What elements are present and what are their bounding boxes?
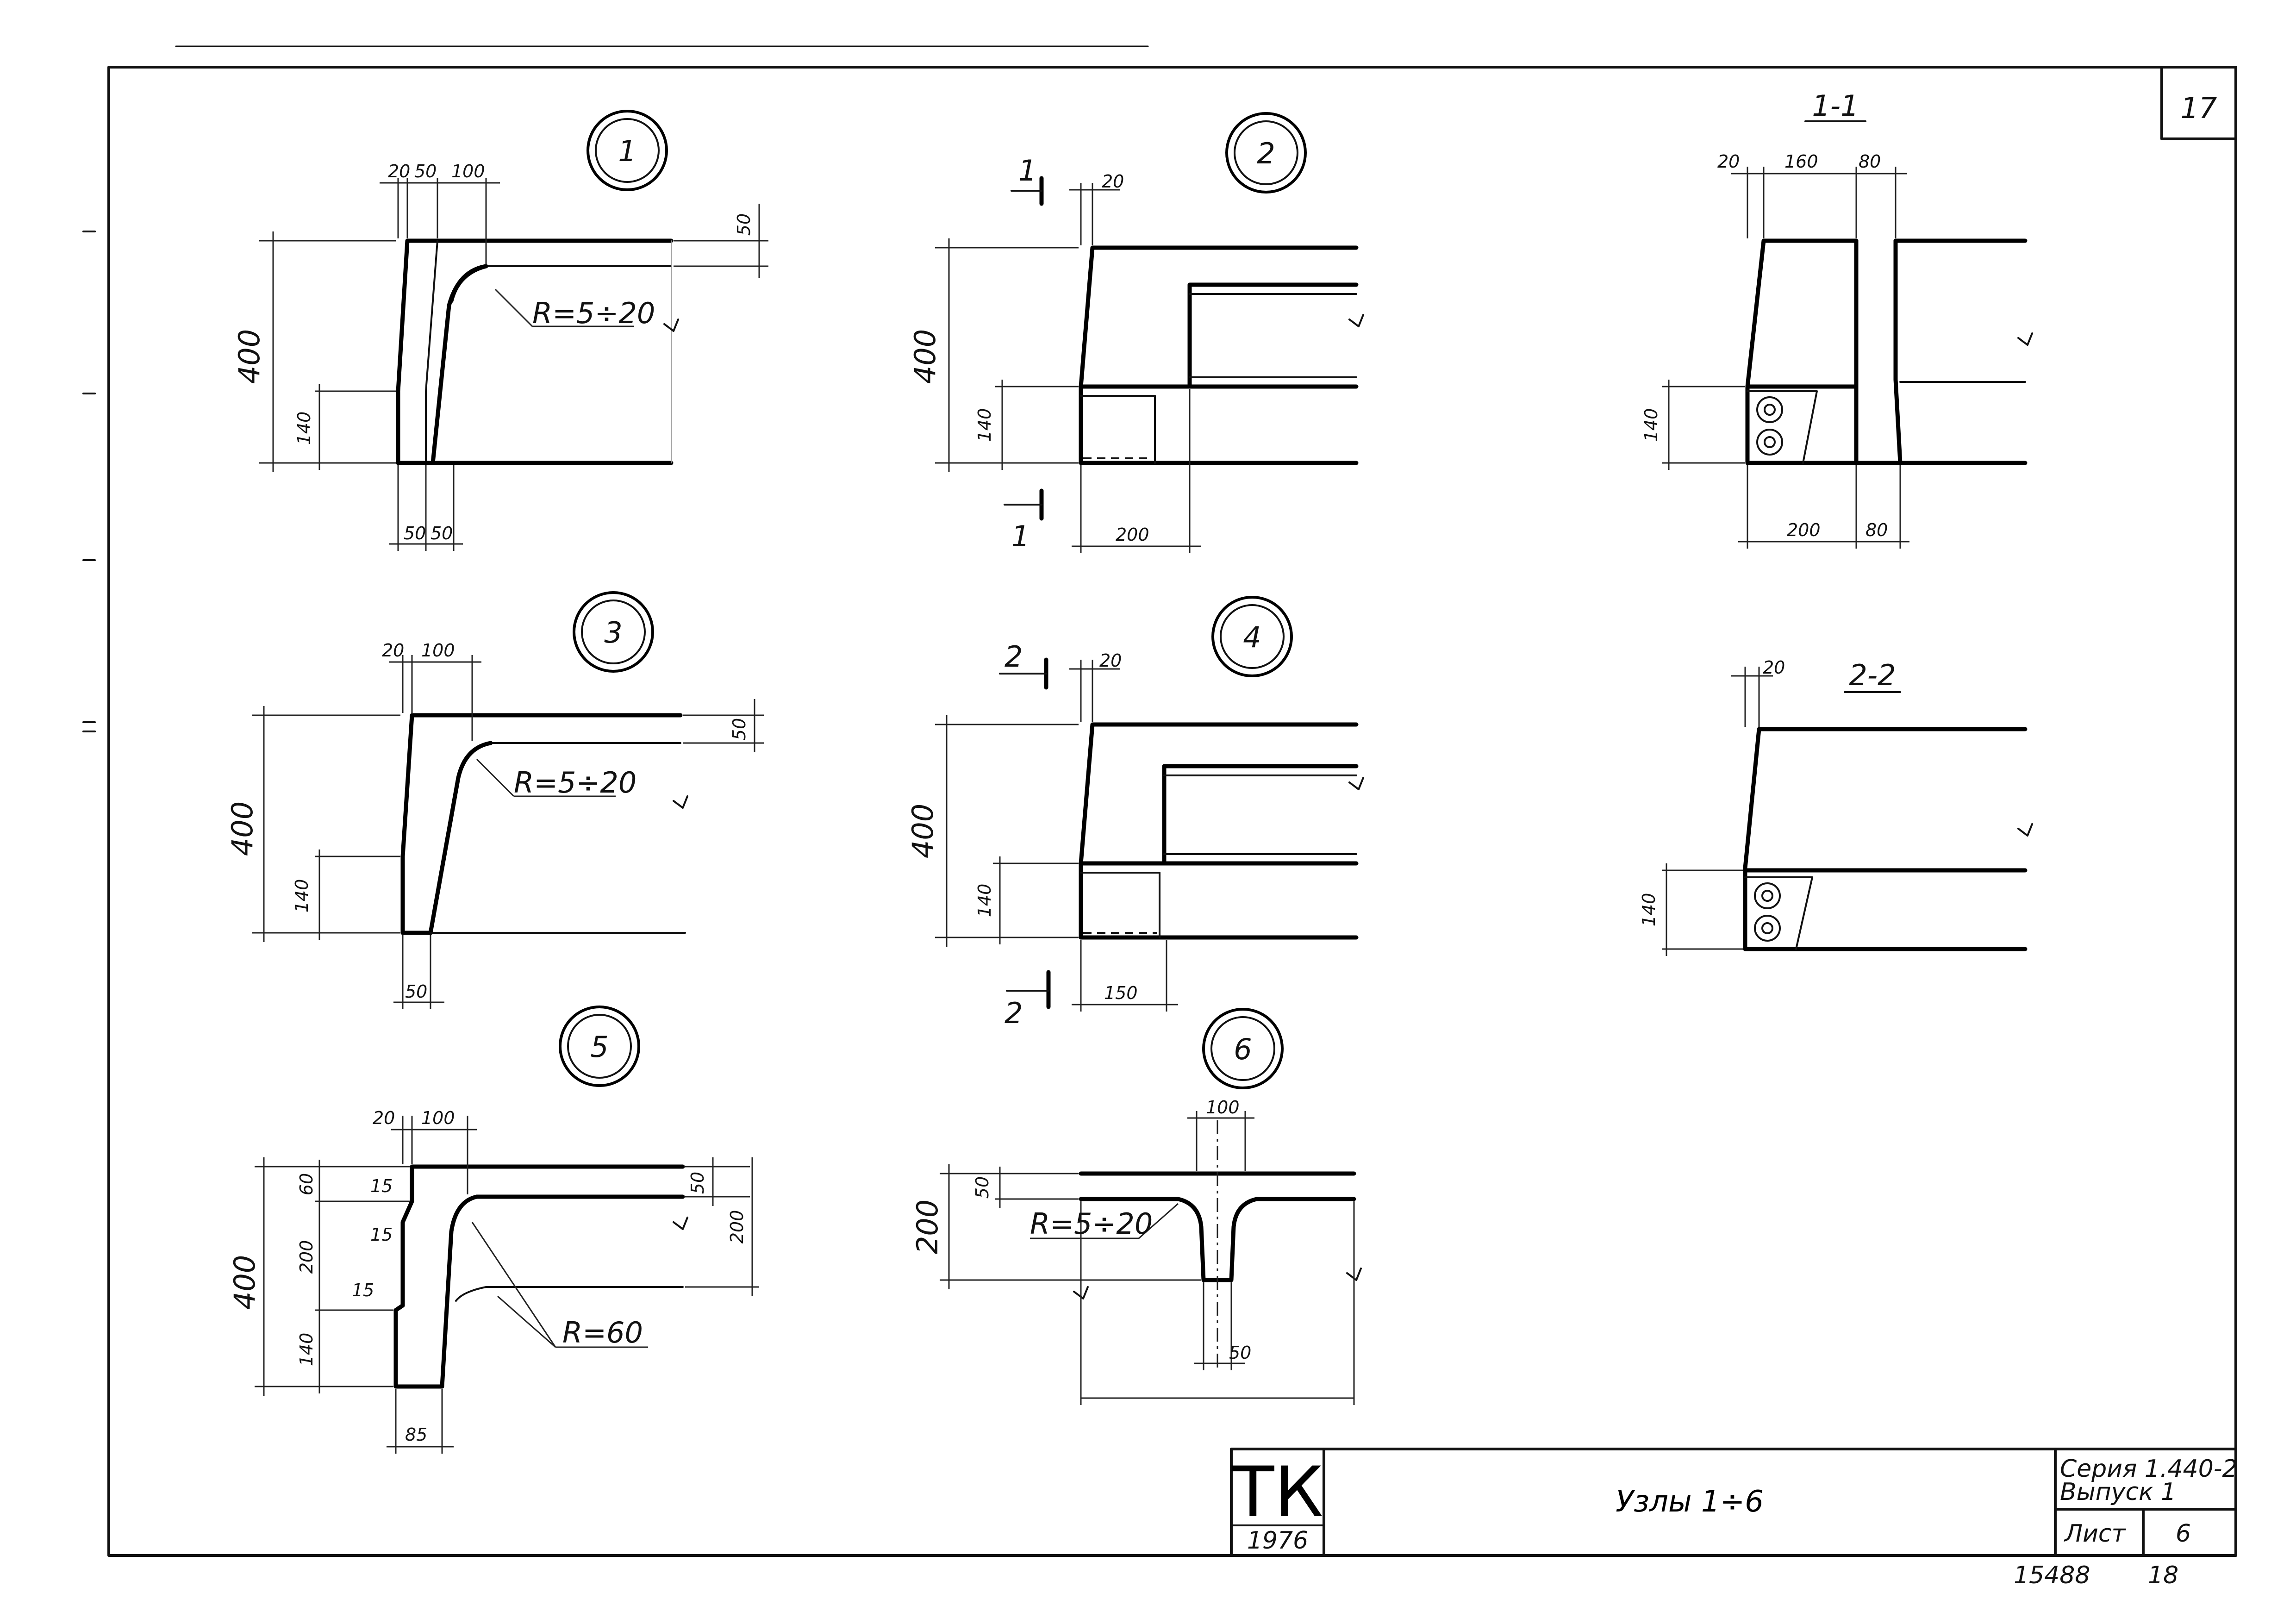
n5-dim-k2: 15 <box>370 1224 393 1245</box>
n1-dim-a: 20 <box>388 161 410 181</box>
n3-dim-h: 400 <box>225 801 259 856</box>
n2-section-mark-top: 1 <box>1018 154 1036 187</box>
n6-dim-h: 200 <box>911 1199 944 1254</box>
n1-dim-c: 100 <box>451 161 485 181</box>
node-3-number: 3 <box>604 616 622 650</box>
n4-dim-h: 400 <box>906 804 940 858</box>
sheet-value: 6 <box>2176 1520 2191 1548</box>
node-6-marker <box>1202 1008 1284 1089</box>
n3-dim-t: 50 <box>729 718 749 740</box>
n5-dim-k1: 15 <box>370 1176 393 1196</box>
n2-dim-h: 400 <box>908 329 942 384</box>
n2-section-mark-bottom: 1 <box>1011 519 1029 553</box>
n1-dim-b1: 50 <box>404 523 426 543</box>
n2-dim-a: 20 <box>1102 171 1124 192</box>
n5-radius: R=60 <box>562 1316 643 1349</box>
node-6-number: 6 <box>1234 1032 1252 1066</box>
section-2-2: 2-2 20 140 <box>1639 657 2033 956</box>
sheet-label: Лист <box>2064 1520 2126 1548</box>
n5-dim-a: 20 <box>373 1108 395 1128</box>
n1-dim-b: 50 <box>414 161 437 181</box>
n5-dim-q: 200 <box>296 1240 317 1274</box>
s11-dim-w: 200 <box>1787 520 1821 540</box>
node-4: 4 2 2 20 400 140 150 <box>906 596 1364 1030</box>
node-3-marker <box>573 591 654 673</box>
n5-dim-p: 60 <box>296 1173 317 1195</box>
node-1: 1 20 50 100 400 140 50 50 <box>232 110 768 551</box>
s11-dim-c: 80 <box>1859 151 1881 172</box>
node-2-number: 2 <box>1257 137 1275 170</box>
n5-dim-k3: 15 <box>352 1280 374 1300</box>
n3-dim-a: 20 <box>382 640 404 661</box>
sheet-frame: 17 <box>82 45 2237 1557</box>
s22-dim-m: 140 <box>1639 893 1659 927</box>
series: Серия 1.440-2 <box>2060 1455 2238 1483</box>
s11-dim-w2: 80 <box>1866 520 1888 540</box>
n4-dim-w: 150 <box>1104 983 1138 1003</box>
s22-title: 2-2 <box>1849 658 1896 692</box>
node-4-number: 4 <box>1243 620 1261 654</box>
n2-dim-m: 140 <box>974 408 995 442</box>
n5-dim-b: 85 <box>405 1424 427 1445</box>
n5-dim-h: 400 <box>228 1255 262 1310</box>
s11-dim-b: 160 <box>1784 151 1818 172</box>
n6-dim-b: 50 <box>1229 1343 1251 1363</box>
n5-dim-t: 50 <box>687 1172 708 1194</box>
node-1-number: 1 <box>618 134 636 168</box>
n5-dim-c: 100 <box>421 1108 455 1128</box>
n1-dim-m: 140 <box>294 412 314 445</box>
inventory-number: 15488 <box>2014 1562 2090 1589</box>
n5-dim-r: 140 <box>296 1333 317 1367</box>
footer-page: 18 <box>2148 1562 2178 1589</box>
node-5-marker <box>559 1006 640 1087</box>
n6-dim-c: 100 <box>1206 1097 1240 1118</box>
n4-section-mark-top: 2 <box>1004 640 1023 674</box>
n3-radius: R=5÷20 <box>514 766 636 800</box>
node-4-marker <box>1211 596 1293 677</box>
s11-dim-m: 140 <box>1641 408 1661 442</box>
node-6: 6 100 200 50 50 R=5÷20 <box>911 1008 1362 1405</box>
n3-dim-b: 50 <box>405 981 427 1002</box>
n5-dim-g: 200 <box>727 1210 747 1244</box>
n3-dim-m: 140 <box>292 879 312 913</box>
org-mark: ТК <box>1231 1452 1323 1533</box>
n4-section-mark-bottom: 2 <box>1004 996 1023 1030</box>
s11-dim-a: 20 <box>1717 151 1740 172</box>
corner-sheet-number: 17 <box>2181 91 2217 125</box>
n3-dim-c: 100 <box>421 640 455 661</box>
node-2-marker <box>1225 112 1307 194</box>
n1-dim-h: 400 <box>232 329 266 384</box>
s22-dim-a: 20 <box>1763 657 1785 678</box>
n1-dim-t: 50 <box>734 213 754 236</box>
n4-dim-m: 140 <box>974 884 995 918</box>
section-1-1: 1-1 20 160 80 140 200 80 <box>1641 89 2033 549</box>
n4-dim-a: 20 <box>1099 650 1122 671</box>
s11-title: 1-1 <box>1812 89 1859 123</box>
title-block: ТК 1976 Узлы 1÷6 Серия 1.440-2 Выпуск 1 … <box>1230 1448 2238 1557</box>
node-1-marker <box>586 110 668 191</box>
node-5: 5 20 100 400 60 200 140 15 15 15 50 200 <box>228 1006 759 1454</box>
n6-radius: R=5÷20 <box>1030 1207 1153 1241</box>
drawing-title: Узлы 1÷6 <box>1616 1485 1764 1519</box>
node-2: 2 1 1 20 400 140 200 <box>908 112 1364 553</box>
n1-dim-b2: 50 <box>430 523 453 543</box>
n1-radius: R=5÷20 <box>532 296 655 330</box>
year: 1976 <box>1247 1527 1308 1555</box>
node-5-number: 5 <box>590 1030 608 1064</box>
node-3: 3 20 100 400 140 50 50 R=5÷20 <box>225 591 764 1009</box>
issue: Выпуск 1 <box>2060 1478 2176 1506</box>
n6-dim-t: 50 <box>972 1176 992 1199</box>
n2-dim-w: 200 <box>1116 525 1149 545</box>
